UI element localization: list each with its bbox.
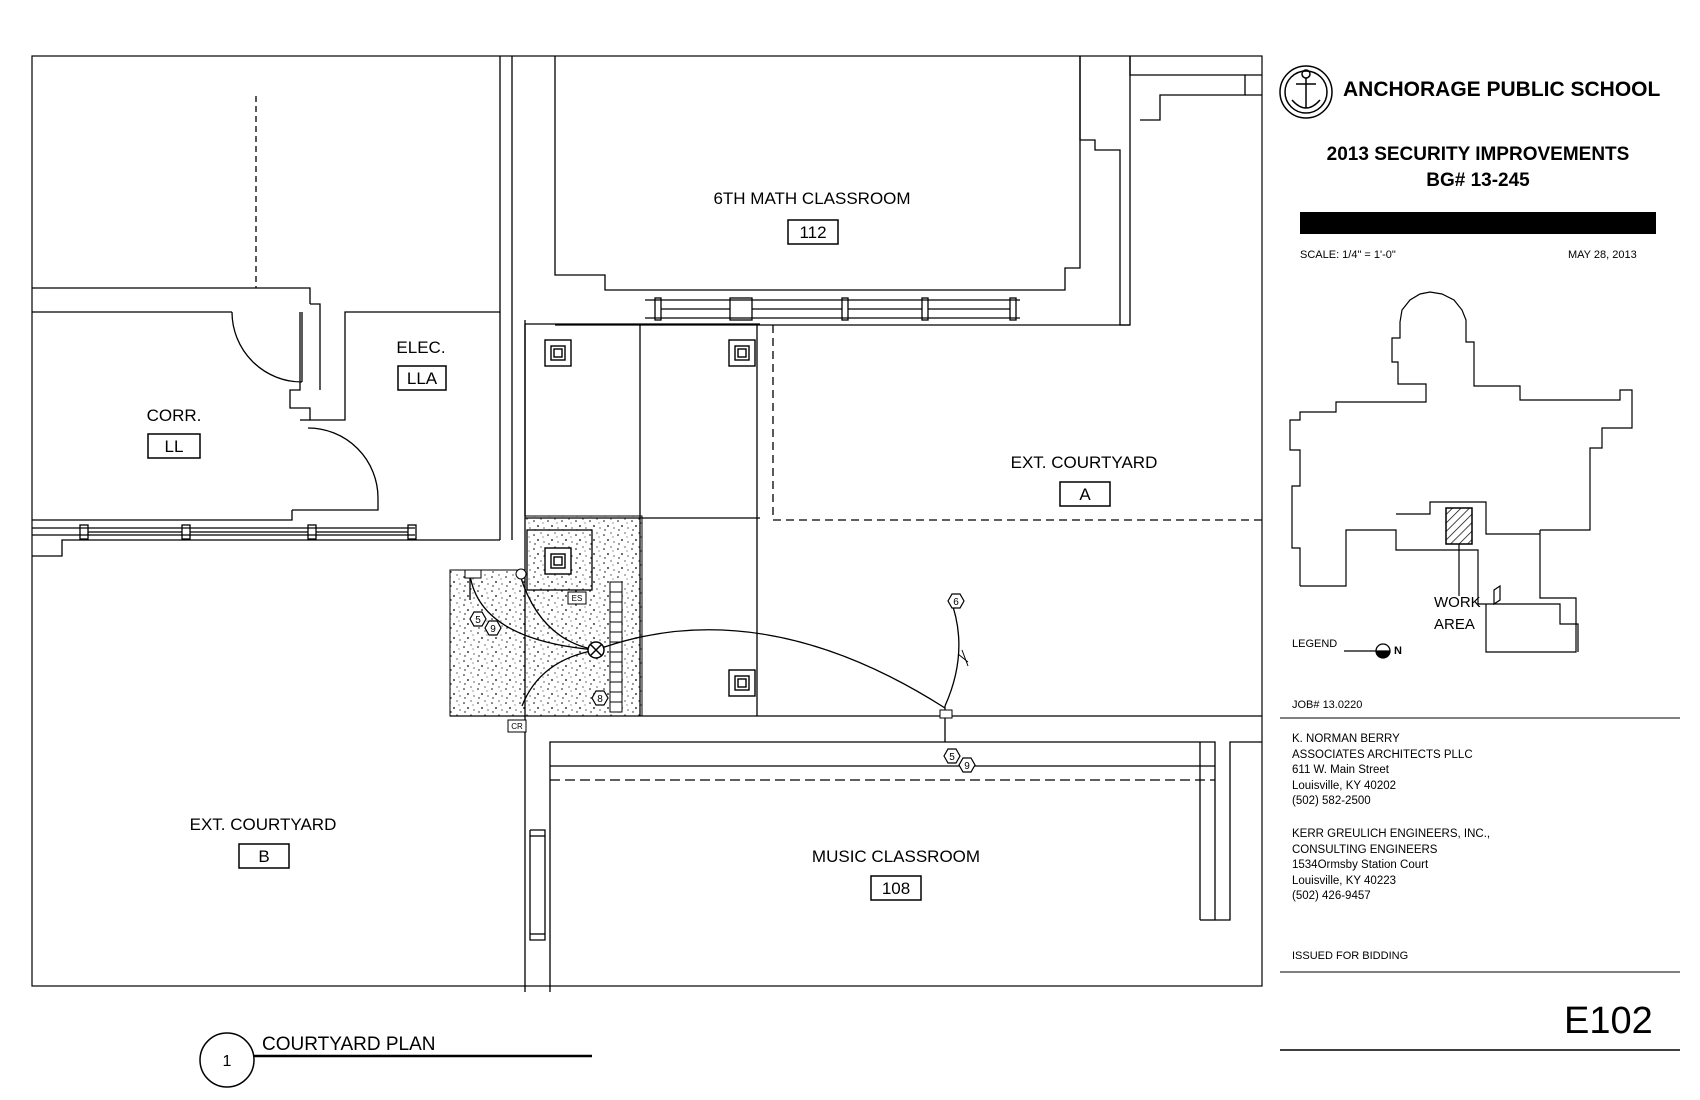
tag-9-left: 9 [490,624,496,635]
architect-line: ASSOCIATES ARCHITECTS PLLC [1292,748,1473,761]
engineer-line: 1534Ormsby Station Court [1292,859,1429,871]
architect-line: Louisville, KY 40202 [1292,779,1396,792]
engineer-line: CONSULTING ENGINEERS [1292,843,1438,856]
engineer-line: Louisville, KY 40223 [1292,874,1396,887]
column-symbols [544,339,756,697]
junction-icon [515,568,527,580]
room-name-courtyard-b: EXT. COURTYARD [190,815,337,834]
work-area-label-2: AREA [1434,616,1475,633]
engineer-block: KERR GREULICH ENGINEERS, INC., CONSULTIN… [1292,827,1490,905]
room-name-music: MUSIC CLASSROOM [812,847,980,866]
room-labels: 6TH MATH CLASSROOM 112 ELEC. LLA CORR. L… [147,189,1158,901]
room-number-corr: LL [165,437,184,456]
room-number-math: 112 [799,223,826,242]
title-bar [1300,212,1656,234]
engineer-line: KERR GREULICH ENGINEERS, INC., [1292,828,1491,840]
tag-cr: CR [511,722,523,731]
room-name-math: 6TH MATH CLASSROOM [713,189,910,208]
room-number-courtyard-a: A [1079,485,1091,504]
issued-status: ISSUED FOR BIDDING [1292,950,1409,962]
drawing-number-bubble [199,1032,255,1088]
room-number-courtyard-b: B [258,847,269,866]
key-plan [1289,291,1633,653]
room-name-courtyard-a: EXT. COURTYARD [1011,453,1158,472]
sheet-number: E102 [1564,1000,1653,1042]
planter-box [526,529,593,591]
architect-block: K. NORMAN BERRY ASSOCIATES ARCHITECTS PL… [1292,732,1473,810]
school-name: ANCHORAGE PUBLIC SCHOOL [1343,78,1661,101]
north-label: N [1394,645,1402,657]
scale-text: SCALE: 1/4" = 1'-0" [1300,249,1396,261]
paving-area [449,515,643,717]
room-name-elec: ELEC. [396,338,445,357]
job-number: JOB# 13.0220 [1292,699,1363,711]
architect-line: (502) 582-2500 [1292,795,1371,807]
room-name-corr: CORR. [147,406,202,425]
tag-5-bottom: 5 [949,752,955,763]
tag-9-bottom: 9 [964,761,970,772]
tag-es: ES [572,594,583,603]
drawing-border [31,55,1263,987]
room-number-elec: LLA [407,369,438,388]
wiring-arcs [469,574,960,742]
room-number-music: 108 [882,879,910,898]
drawing-number: 1 [223,1053,232,1070]
walls [32,56,1262,992]
legend-label: LEGEND [1292,638,1338,650]
tag-5-left: 5 [475,615,481,626]
reader-icon [939,709,953,719]
device-tags [469,593,976,773]
work-area-marker [1445,507,1473,545]
door-contact-icon [464,569,482,579]
stair [609,581,623,713]
drawing-title: COURTYARD PLAN [262,1034,436,1055]
engineer-line: (502) 426-9457 [1292,890,1371,902]
project-title: 2013 SECURITY IMPROVEMENTS [1326,144,1630,165]
date-text: MAY 28, 2013 [1568,249,1637,261]
architect-line: 611 W. Main Street [1292,764,1389,776]
tag-6: 6 [953,597,959,608]
architect-line: K. NORMAN BERRY [1292,733,1400,745]
device-tag-text: 5 9 8 6 5 9 [475,597,970,772]
project-number: BG# 13-245 [1426,170,1530,191]
school-logo [1279,65,1333,119]
work-area-label-1: WORK [1434,594,1481,611]
tag-8: 8 [597,694,603,705]
